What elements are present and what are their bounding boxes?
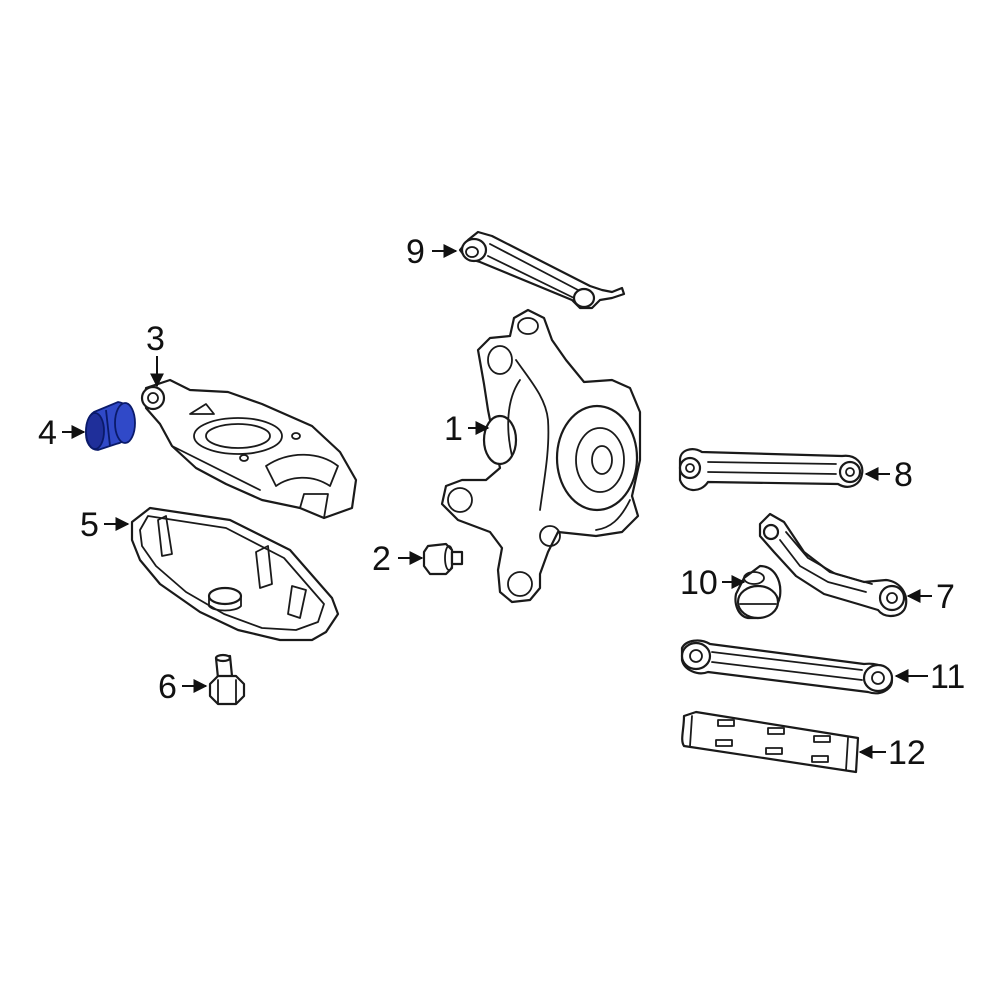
callout-1[interactable]: 1 xyxy=(444,410,463,448)
part-9-upper-link[interactable] xyxy=(458,230,626,310)
part-3-lower-control-arm[interactable] xyxy=(140,378,358,520)
part-6-bolt[interactable] xyxy=(208,653,246,706)
part-4-bushing[interactable] xyxy=(85,401,136,451)
callout-3[interactable]: 3 xyxy=(146,320,165,358)
part-12-strip[interactable] xyxy=(681,710,860,774)
part-7-curved-link[interactable] xyxy=(758,512,908,618)
callout-4[interactable]: 4 xyxy=(38,414,57,452)
part-2-plug[interactable] xyxy=(422,542,464,576)
part-8-link[interactable] xyxy=(678,448,864,492)
callout-2[interactable]: 2 xyxy=(372,540,391,578)
callout-6[interactable]: 6 xyxy=(158,668,177,706)
callout-5[interactable]: 5 xyxy=(80,506,99,544)
part-10-bushing[interactable] xyxy=(734,564,782,620)
part-1-knuckle[interactable] xyxy=(440,308,642,604)
callout-12[interactable]: 12 xyxy=(888,734,926,772)
callout-9[interactable]: 9 xyxy=(406,233,425,271)
callout-7[interactable]: 7 xyxy=(936,578,955,616)
part-5-shield[interactable] xyxy=(130,506,340,642)
callout-11[interactable]: 11 xyxy=(930,658,965,696)
callout-8[interactable]: 8 xyxy=(894,456,913,494)
part-11-link[interactable] xyxy=(680,639,894,695)
callout-10[interactable]: 10 xyxy=(680,564,718,602)
